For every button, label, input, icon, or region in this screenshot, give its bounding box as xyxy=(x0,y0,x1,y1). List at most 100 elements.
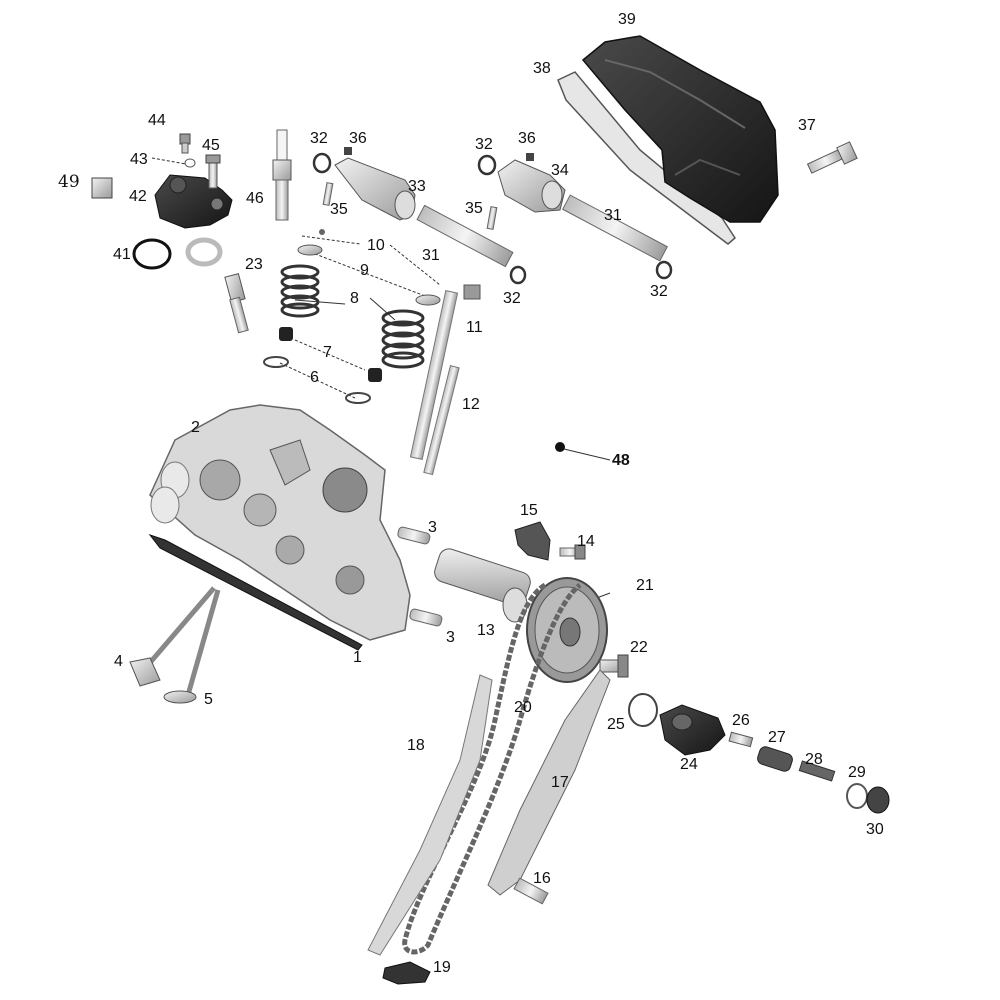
callout-31-intake[interactable]: 31 xyxy=(422,247,440,264)
callout-49[interactable]: 49 xyxy=(58,172,80,192)
callout-12[interactable]: 12 xyxy=(462,396,480,413)
callout-31-exhaust[interactable]: 31 xyxy=(604,207,622,224)
callout-22[interactable]: 22 xyxy=(630,639,648,656)
callout-18[interactable]: 18 xyxy=(407,737,425,754)
spark-plug[interactable] xyxy=(272,129,292,221)
lock-nut-36a[interactable] xyxy=(344,147,352,155)
cover-bolt[interactable] xyxy=(806,141,858,174)
rocker-arm-exhaust[interactable] xyxy=(497,159,566,213)
cam-retainer-plate[interactable] xyxy=(514,521,551,561)
callout-41[interactable]: 41 xyxy=(113,246,131,263)
callout-4[interactable]: 4 xyxy=(114,653,123,670)
callout-43[interactable]: 43 xyxy=(130,151,148,168)
cylinder-head-gasket[interactable] xyxy=(148,534,363,651)
callout-28[interactable]: 28 xyxy=(805,751,823,768)
callout-36-a[interactable]: 36 xyxy=(349,130,367,147)
callout-35-b[interactable]: 35 xyxy=(465,200,483,217)
dowel-pin-lower[interactable] xyxy=(409,608,443,627)
spring-retainer-lower[interactable] xyxy=(415,294,441,306)
callout-46[interactable]: 46 xyxy=(246,190,264,207)
chain-tensioner-guide[interactable] xyxy=(487,669,611,896)
callout-30[interactable]: 30 xyxy=(866,821,884,838)
callout-10[interactable]: 10 xyxy=(367,237,385,254)
tensioner-spring[interactable] xyxy=(798,760,836,782)
o-ring-32b[interactable] xyxy=(477,154,497,176)
callout-45[interactable]: 45 xyxy=(202,137,220,154)
callout-2[interactable]: 2 xyxy=(191,419,200,436)
callout-23[interactable]: 23 xyxy=(245,256,263,273)
callout-8[interactable]: 8 xyxy=(350,290,359,307)
spring-seat-upper[interactable] xyxy=(263,356,289,368)
callout-24[interactable]: 24 xyxy=(680,756,698,773)
rocker-arm-intake[interactable] xyxy=(334,157,416,221)
rocker-shaft-exhaust[interactable] xyxy=(562,194,668,262)
thermostat-housing[interactable] xyxy=(154,174,233,229)
callout-33[interactable]: 33 xyxy=(408,178,426,195)
callout-34[interactable]: 34 xyxy=(551,162,569,179)
callout-14[interactable]: 14 xyxy=(577,533,595,550)
cylinder-head-cover[interactable] xyxy=(557,35,779,245)
callout-16[interactable]: 16 xyxy=(533,870,551,887)
temperature-sensor[interactable] xyxy=(224,273,249,334)
chain-guide-support[interactable] xyxy=(382,961,431,985)
callout-39[interactable]: 39 xyxy=(618,11,636,28)
spring-seat-lower[interactable] xyxy=(345,392,371,404)
valve-stem-seal-lower[interactable] xyxy=(368,368,382,382)
callout-44[interactable]: 44 xyxy=(148,112,166,129)
sprocket-bolt[interactable] xyxy=(599,654,629,678)
adjusting-screw-35a[interactable] xyxy=(322,182,334,206)
callout-1[interactable]: 1 xyxy=(353,649,362,666)
adjusting-screw-35b[interactable] xyxy=(486,206,498,230)
callout-7[interactable]: 7 xyxy=(323,344,332,361)
callout-20[interactable]: 20 xyxy=(514,699,532,716)
callout-37[interactable]: 37 xyxy=(798,117,816,134)
cylinder-head-stud-12[interactable] xyxy=(423,365,460,476)
o-ring-32d[interactable] xyxy=(655,260,673,280)
callout-3-upper[interactable]: 3 xyxy=(428,519,437,536)
o-ring-32c[interactable] xyxy=(509,265,527,285)
pin-48[interactable] xyxy=(555,442,565,452)
callout-21[interactable]: 21 xyxy=(636,577,654,594)
callout-32-a[interactable]: 32 xyxy=(310,130,328,147)
plug-seal[interactable] xyxy=(846,783,868,809)
rocker-shaft-intake[interactable] xyxy=(416,204,514,268)
washer-43[interactable] xyxy=(184,158,196,168)
callout-25[interactable]: 25 xyxy=(607,716,625,733)
callout-3-lower[interactable]: 3 xyxy=(446,629,455,646)
camshaft[interactable] xyxy=(432,546,533,623)
callout-11[interactable]: 11 xyxy=(466,319,483,336)
thermostat-gasket[interactable] xyxy=(185,237,223,267)
spring-retainer-upper[interactable] xyxy=(297,244,323,256)
cover-gasket[interactable] xyxy=(557,71,736,245)
callout-13[interactable]: 13 xyxy=(477,622,495,639)
callout-26[interactable]: 26 xyxy=(732,712,750,729)
cap-49[interactable] xyxy=(91,177,113,199)
bleed-screw-44[interactable] xyxy=(179,133,191,154)
tensioner-screw[interactable] xyxy=(728,731,754,748)
callout-32-c[interactable]: 32 xyxy=(503,290,521,307)
callout-42[interactable]: 42 xyxy=(129,188,147,205)
callout-35-a[interactable]: 35 xyxy=(330,201,348,218)
callout-27[interactable]: 27 xyxy=(768,729,786,746)
callout-17[interactable]: 17 xyxy=(551,774,569,791)
cylinder-head[interactable] xyxy=(149,404,411,641)
tensioner-o-ring[interactable] xyxy=(628,693,658,727)
chain-guide-18[interactable] xyxy=(367,674,493,956)
valve-cotter[interactable] xyxy=(319,229,325,235)
callout-9[interactable]: 9 xyxy=(360,262,369,279)
bolt-45[interactable] xyxy=(205,154,221,189)
dowel-pin-upper[interactable] xyxy=(397,526,431,545)
callout-29[interactable]: 29 xyxy=(848,764,866,781)
callout-48[interactable]: 48 xyxy=(612,452,630,469)
camshaft-sprocket[interactable] xyxy=(526,577,608,683)
timing-chain[interactable] xyxy=(402,582,582,955)
callout-19[interactable]: 19 xyxy=(433,959,451,976)
chain-tensioner-housing[interactable] xyxy=(659,704,726,756)
valve-stem-seal-upper[interactable] xyxy=(279,327,293,341)
o-ring-32a[interactable] xyxy=(312,152,332,174)
valve-spring-lower[interactable] xyxy=(381,309,425,369)
exhaust-valve[interactable] xyxy=(129,586,216,687)
tensioner-plug[interactable] xyxy=(866,786,890,814)
valve-spring-upper[interactable] xyxy=(280,264,320,318)
callout-15[interactable]: 15 xyxy=(520,502,538,519)
